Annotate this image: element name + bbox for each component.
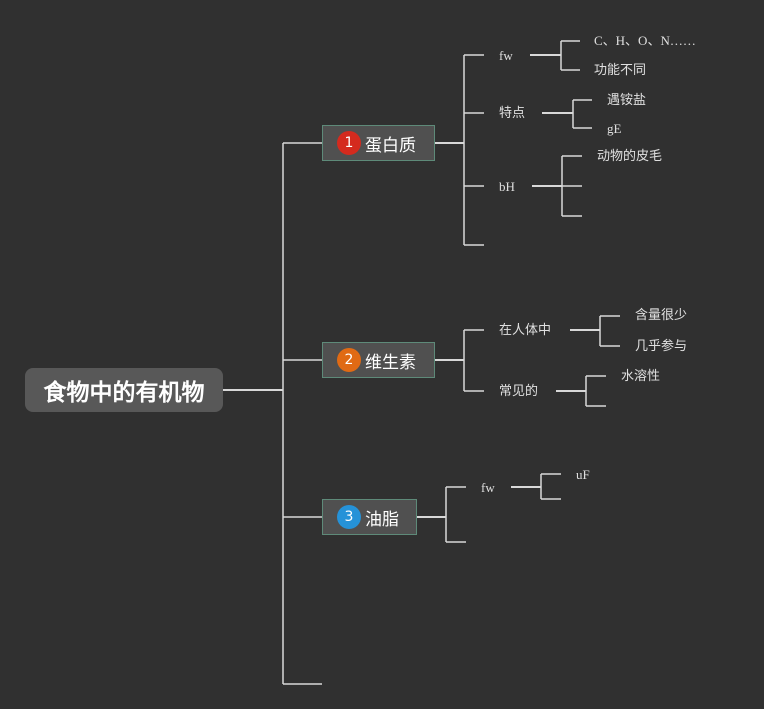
branch-fats[interactable]: 3 油脂 [322, 499, 417, 535]
leaf-small-amount[interactable]: 含量很少 [635, 308, 688, 323]
leaf-participate[interactable]: 几乎参与 [635, 339, 688, 354]
number-badge: 1 [337, 131, 361, 155]
root-topic-label: 食物中的有机物 [43, 380, 205, 406]
leaf-ammonium-salt[interactable]: 遇铵盐 [607, 93, 647, 108]
branch-label: 油脂 [365, 509, 399, 530]
leaf-elements[interactable]: C、H、O、N…… [594, 33, 696, 48]
leaf-uf[interactable]: uF [576, 467, 590, 482]
leaf-animal-hide[interactable]: 动物的皮毛 [597, 149, 663, 164]
subtopic-in-body[interactable]: 在人体中 [499, 323, 552, 338]
branch-vitamins[interactable]: 2 维生素 [322, 342, 435, 378]
number-badge: 2 [337, 348, 361, 372]
subtopic-fw[interactable]: fw [499, 48, 513, 63]
branch-label: 维生素 [365, 352, 416, 373]
branch-label: 蛋白质 [365, 135, 416, 156]
subtopic-characteristics[interactable]: 特点 [499, 106, 526, 121]
number-badge: 3 [337, 505, 361, 529]
leaf-water-soluble[interactable]: 水溶性 [621, 369, 661, 384]
branch-protein[interactable]: 1 蛋白质 [322, 125, 435, 161]
root-topic[interactable]: 食物中的有机物 [25, 368, 223, 412]
leaf-function-different[interactable]: 功能不同 [594, 63, 647, 78]
subtopic-common[interactable]: 常见的 [499, 384, 539, 399]
leaf-ge[interactable]: gE [607, 121, 622, 136]
subtopic-fw[interactable]: fw [481, 480, 495, 495]
subtopic-bh[interactable]: bH [499, 179, 515, 194]
